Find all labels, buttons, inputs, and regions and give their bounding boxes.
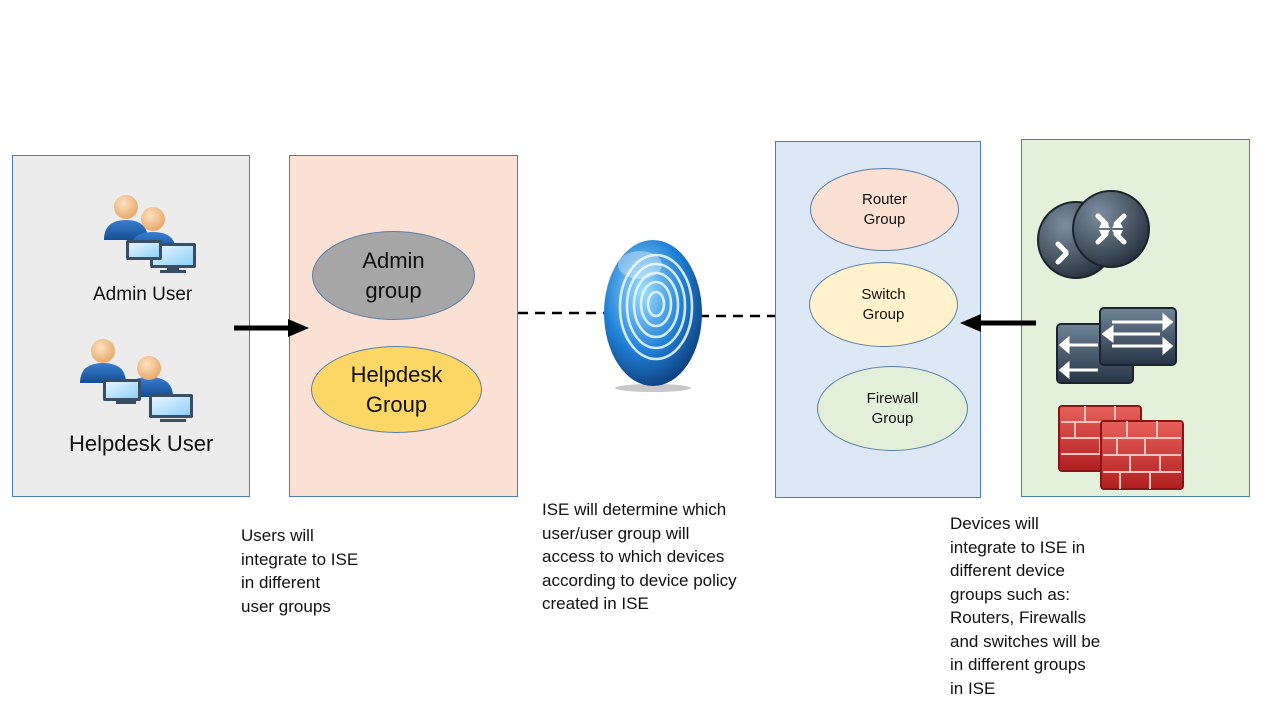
switch-group-label: Switch Group xyxy=(861,285,906,323)
ise-caption: ISE will determine which user/user group… xyxy=(542,500,737,613)
admin-group-ellipse: Admin group xyxy=(312,231,475,320)
admin-user-label: Admin User xyxy=(93,284,193,305)
firewall-group-ellipse: Firewall Group xyxy=(817,366,968,451)
admin-users-icon xyxy=(104,195,196,273)
switch-group-ellipse: Switch Group xyxy=(809,262,958,347)
devices-caption: Devices will integrate to ISE in differe… xyxy=(950,514,1101,698)
switch-icon xyxy=(1056,307,1177,384)
firewall-icon xyxy=(1058,405,1184,490)
helpdesk-users-icon xyxy=(80,339,193,422)
helpdesk-group-label: Helpdesk Group xyxy=(350,361,443,417)
helpdesk-user-label: Helpdesk User xyxy=(69,431,214,456)
router-group-label: Router Group xyxy=(861,190,908,228)
users-to-groups-arrow xyxy=(234,319,309,337)
users-caption: Users will integrate to ISE in different… xyxy=(241,526,359,616)
devices-to-groups-arrow xyxy=(960,314,1036,332)
fingerprint-icon xyxy=(604,240,702,392)
user-groups-panel xyxy=(289,155,518,497)
firewall-group-label: Firewall Group xyxy=(866,389,919,427)
admin-group-label: Admin group xyxy=(362,247,425,303)
router-icon xyxy=(1037,190,1150,279)
router-group-ellipse: Router Group xyxy=(810,168,959,251)
helpdesk-group-ellipse: Helpdesk Group xyxy=(311,346,482,433)
